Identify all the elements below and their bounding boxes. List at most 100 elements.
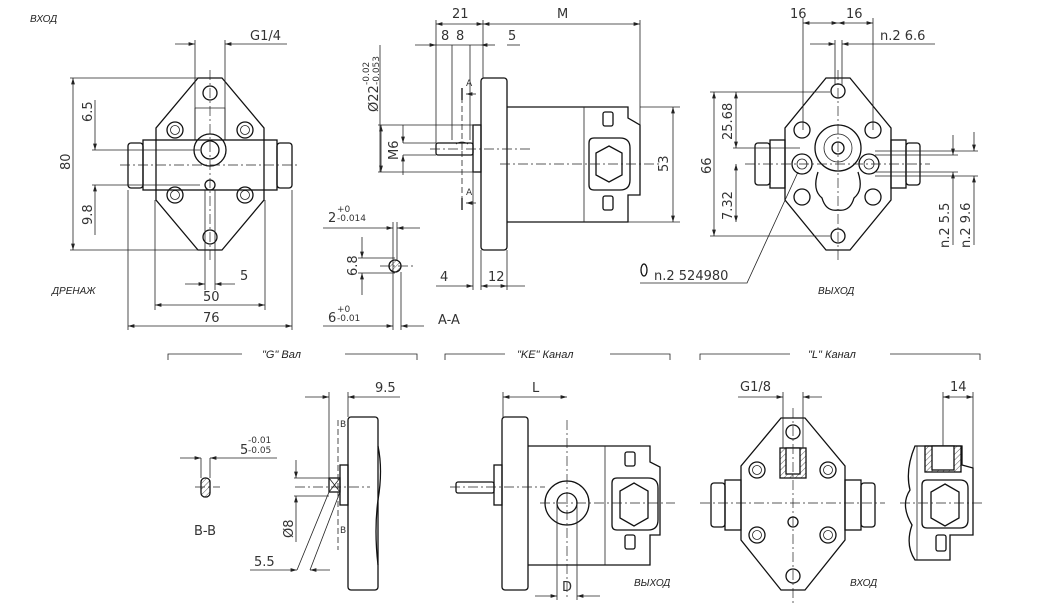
pump-side-outline-stroke xyxy=(472,124,482,173)
pump-side-outline-stroke xyxy=(602,111,614,127)
dim-g-diameter: Ø8 xyxy=(282,519,297,538)
pump-body-outline-stroke xyxy=(155,77,265,251)
ke-outline-stroke xyxy=(528,445,661,566)
l-front-outline-stroke xyxy=(748,526,766,544)
section-aa: 2 +0 -0.014 6.8 6 +0 -0.01 A-A xyxy=(323,205,460,330)
ke-outline-stroke xyxy=(493,464,503,506)
dimension-lines xyxy=(738,392,974,468)
ke-outline xyxy=(455,416,661,591)
variant-bracket xyxy=(699,353,981,360)
pump-body-outline-stroke xyxy=(276,142,293,189)
dim-lower: 9.8 xyxy=(81,204,96,225)
dim-port-b: n.2 9.6 xyxy=(959,203,974,248)
pump-body-outline-stroke xyxy=(200,140,220,160)
g-shaft-outline-stroke xyxy=(328,477,341,493)
pump-rear-outline xyxy=(754,77,921,251)
variant-bracket xyxy=(167,353,418,360)
variant-g-shaft: "G" Вал 9.5 5 -0 xyxy=(167,349,418,591)
dim-l-depth: 14 xyxy=(950,380,967,395)
dim-pilot-diameter: Ø22 -0.02 -0.053 xyxy=(362,56,382,112)
dim-ke-d: D xyxy=(562,580,572,595)
g-key-tol-upper: -0.01 xyxy=(248,436,271,446)
l-front-outline-stroke xyxy=(752,530,762,540)
dim-body-height: 53 xyxy=(657,155,672,172)
l-front-outline-stroke xyxy=(823,465,833,475)
dim-shaft-dia: 6 +0 -0.01 xyxy=(328,305,360,326)
pump-side-outline-stroke xyxy=(507,106,641,223)
dim-offset: 5 xyxy=(508,29,516,44)
l-front-outline-stroke xyxy=(752,465,762,475)
section-mark-bottom: A xyxy=(466,188,473,198)
section-mark-b-bottom: B xyxy=(340,526,346,536)
dimension-lines xyxy=(640,18,978,284)
inlet-label-bottom: ВХОД xyxy=(850,578,877,589)
bolt-heads-stroke xyxy=(236,121,254,139)
dim-thread: M6 xyxy=(387,141,402,161)
bolt-heads-stroke xyxy=(240,190,250,200)
pilot-tol-lower: -0.053 xyxy=(372,56,382,85)
ke-outline-stroke xyxy=(455,481,495,494)
key-width-tol-lower: -0.014 xyxy=(337,214,366,224)
pump-body-outline-stroke xyxy=(202,85,218,101)
pump-side-outline-stroke xyxy=(595,145,623,183)
ke-outline-stroke xyxy=(611,477,659,531)
dimension-lines-stroke xyxy=(640,171,799,284)
dim-section-height: 6.8 xyxy=(346,255,361,276)
pump-body-outline-stroke xyxy=(202,229,218,245)
dimension-lines xyxy=(502,392,600,600)
drain-label: ДРЕНАЖ xyxy=(51,286,96,297)
ke-outline-stroke xyxy=(619,482,649,527)
dim-g-key-width: 5 -0.01 -0.05 xyxy=(240,436,271,458)
shaft-dia-value: 6 xyxy=(328,311,336,326)
variant-bracket xyxy=(444,353,671,360)
dim-drain-width: 5 xyxy=(240,269,248,284)
dim-rear-height: 66 xyxy=(700,157,715,174)
l-front-outline-stroke xyxy=(710,482,726,528)
outlet-label-bottom: ВЫХОД xyxy=(634,578,670,589)
pilot-diameter-value: Ø22 xyxy=(367,85,382,112)
side-view: 21 M 8 8 5 Ø22 -0.02 -0.053 M6 A A 53 4 … xyxy=(362,7,680,290)
g-shaft-outline-stroke xyxy=(347,416,379,591)
pump-rear-outline-stroke xyxy=(793,188,811,206)
l-side-outline-stroke xyxy=(930,483,960,527)
oring-icon xyxy=(640,263,648,277)
g-shaft-outline-stroke xyxy=(328,477,341,493)
pilot-tol-upper: -0.02 xyxy=(362,62,372,85)
g-shaft-outline-stroke xyxy=(339,464,349,506)
dim-bolt-spacing: 50 xyxy=(203,290,220,305)
dim-length-m: M xyxy=(557,7,568,22)
l-side-outline-stroke xyxy=(935,534,947,552)
dim-l-port-thread: G1/8 xyxy=(740,380,771,395)
section-mark-b-top: B xyxy=(340,420,346,430)
dimension-lines xyxy=(180,392,400,572)
bolt-heads-stroke xyxy=(170,125,180,135)
l-front-outline-stroke xyxy=(844,479,862,531)
l-side-outline xyxy=(904,445,974,561)
dim-ke-l: L xyxy=(532,381,540,396)
l-front-outline-stroke xyxy=(748,461,766,479)
g-shaft-outline-stroke xyxy=(200,477,211,498)
dim-rear-upper: 25.68 xyxy=(721,103,736,140)
section-aa-title: A-A xyxy=(438,313,460,328)
dim-g-length: 5.5 xyxy=(254,555,275,570)
variant-title: "KE" Канал xyxy=(517,349,573,361)
dim-half-left: 16 xyxy=(790,7,807,22)
dim-height: 80 xyxy=(59,153,74,170)
g-shaft-outline xyxy=(200,416,382,591)
dim-half-right: 16 xyxy=(846,7,863,22)
ke-outline-stroke xyxy=(624,451,636,467)
variant-title: "L" Канал xyxy=(808,349,856,361)
ke-outline-stroke xyxy=(624,534,636,550)
inlet-label: ВХОД xyxy=(30,14,57,25)
front-view: ВХОД ДРЕНАЖ xyxy=(30,14,300,330)
pump-rear-outline-stroke xyxy=(793,121,811,139)
dim-holes: n.2 6.6 xyxy=(880,29,925,44)
variant-title: "G" Вал xyxy=(262,349,301,361)
oring-callout: n.2 524980 xyxy=(654,269,728,284)
dim-overall-width: 76 xyxy=(203,311,220,326)
ke-outline-stroke xyxy=(501,416,529,591)
bolt-heads-stroke xyxy=(166,121,184,139)
centerlines xyxy=(120,70,300,260)
